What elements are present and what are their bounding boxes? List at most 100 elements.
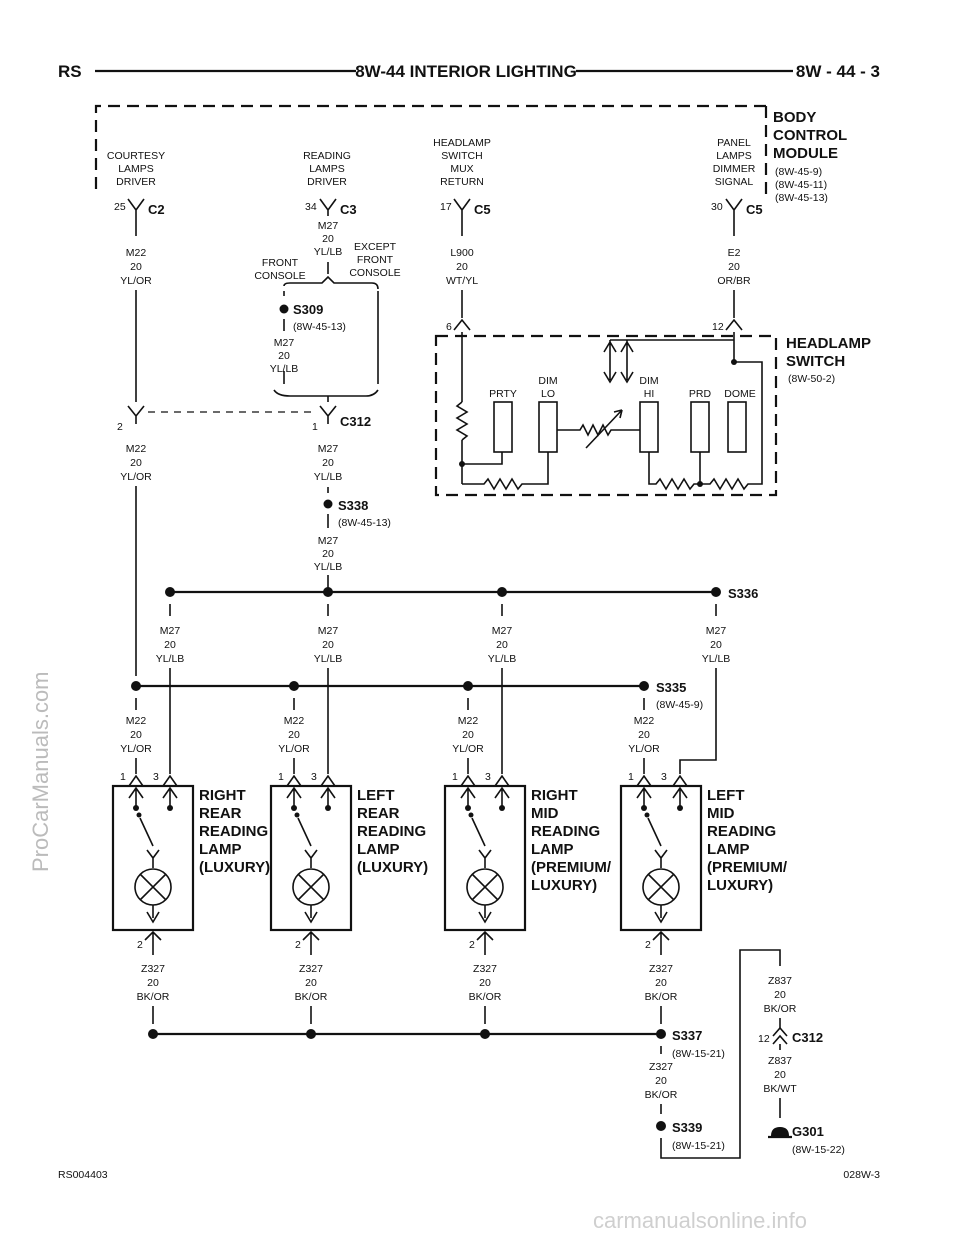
svg-text:READING: READING xyxy=(531,823,600,840)
svg-text:20: 20 xyxy=(130,729,142,741)
headlamp-switch-ref: (8W-50-2) xyxy=(788,373,835,385)
svg-text:M22: M22 xyxy=(126,443,147,455)
splice-s339-name: S339 xyxy=(672,1120,702,1135)
svg-text:Z327: Z327 xyxy=(649,963,673,975)
splice-s338-ref: (8W-45-13) xyxy=(338,517,391,529)
reading-label-1: READING xyxy=(303,150,351,162)
splice-s309-dot xyxy=(279,304,289,314)
svg-text:M22: M22 xyxy=(126,715,147,727)
panel-dimmer-connector: C5 xyxy=(746,202,763,217)
svg-text:M27: M27 xyxy=(318,220,339,232)
c312-pin-2: 2 xyxy=(117,421,123,433)
footer-left-code: RS004403 xyxy=(58,1169,108,1181)
panel-dimmer-label-3: DIMMER xyxy=(713,163,756,175)
svg-text:Z327: Z327 xyxy=(649,1061,673,1073)
bcm-name-line2: CONTROL xyxy=(773,127,847,144)
svg-text:3: 3 xyxy=(311,771,317,783)
svg-text:(LUXURY): (LUXURY) xyxy=(199,859,270,876)
c312-name-top: C312 xyxy=(340,414,371,429)
svg-text:LAMP: LAMP xyxy=(357,841,400,858)
bcm-ref-2: (8W-45-11) xyxy=(775,179,827,191)
svg-text:20: 20 xyxy=(322,457,334,469)
svg-text:1: 1 xyxy=(452,771,458,783)
bcm-ref-1: (8W-45-9) xyxy=(775,166,822,178)
lamp-left-mid-reading: 1 3 2 LEFT MID READING LAMP (PREMIUM/ LU… xyxy=(619,771,788,955)
svg-text:READING: READING xyxy=(707,823,776,840)
panel-dimmer-label-1: PANEL xyxy=(717,137,751,149)
header-title: 8W-44 INTERIOR LIGHTING xyxy=(355,62,577,81)
svg-text:YL/OR: YL/OR xyxy=(120,275,152,287)
headlamp-switch-name-1: HEADLAMP xyxy=(786,335,871,352)
svg-text:M27: M27 xyxy=(318,535,339,547)
svg-text:READING: READING xyxy=(357,823,426,840)
page-header: RS 8W-44 INTERIOR LIGHTING 8W - 44 - 3 xyxy=(58,62,880,81)
bcm-name-line3: MODULE xyxy=(773,145,838,162)
lamp-right-mid-reading: 1 3 2 RIGHT MID READING LAMP (PREMIUM/ L… xyxy=(443,771,612,955)
svg-text:Z837: Z837 xyxy=(768,975,792,987)
ground-g301-ref: (8W-15-22) xyxy=(792,1144,845,1156)
ground-g301-circuit: Z837 20 BK/OR Z837 20 BK/WT 12 C312 G301… xyxy=(758,975,845,1156)
svg-text:BK/OR: BK/OR xyxy=(645,1089,678,1101)
c312-bottom-pin: 12 xyxy=(758,1033,770,1045)
side-watermark: ProCarManuals.com xyxy=(28,671,53,872)
switch-label-dim-lo-1: DIM xyxy=(538,375,557,387)
svg-text:2: 2 xyxy=(469,939,475,951)
svg-text:20: 20 xyxy=(728,261,740,273)
bottom-watermark: carmanualsonline.info xyxy=(593,1208,807,1233)
reading-pin: 34 xyxy=(305,201,317,213)
switch-label-dome: DOME xyxy=(724,388,756,400)
svg-text:BK/OR: BK/OR xyxy=(469,991,502,1003)
svg-text:MID: MID xyxy=(707,805,735,822)
svg-text:Z327: Z327 xyxy=(141,963,165,975)
headlamp-mux-label-2: SWITCH xyxy=(441,150,482,162)
svg-text:M27: M27 xyxy=(160,625,181,637)
headlamp-mux-label-1: HEADLAMP xyxy=(433,137,491,149)
svg-text:M22: M22 xyxy=(126,247,147,259)
splice-s337-ref: (8W-15-21) xyxy=(672,1048,725,1060)
svg-text:M27: M27 xyxy=(318,443,339,455)
panel-dimmer-label-4: SIGNAL xyxy=(715,176,754,188)
splice-s337-name: S337 xyxy=(672,1028,702,1043)
switch-label-prd: PRD xyxy=(689,388,712,400)
connector-c312-top: 2 1 C312 xyxy=(117,405,371,433)
svg-text:20: 20 xyxy=(130,457,142,469)
svg-text:20: 20 xyxy=(479,977,491,989)
switch-label-dim-lo-2: LO xyxy=(541,388,555,400)
ground-g301-name: G301 xyxy=(792,1124,824,1139)
splice-s309-ref: (8W-45-13) xyxy=(293,321,346,333)
svg-text:LAMP: LAMP xyxy=(199,841,242,858)
svg-text:BK/OR: BK/OR xyxy=(137,991,170,1003)
svg-text:BK/OR: BK/OR xyxy=(295,991,328,1003)
svg-text:LAMP: LAMP xyxy=(531,841,574,858)
wire-paths xyxy=(135,262,735,402)
svg-text:20: 20 xyxy=(322,233,334,245)
ground-wire-labels: Z327 20 BK/OR Z327 20 BK/OR Z327 20 BK/O… xyxy=(137,963,678,1003)
svg-text:YL/OR: YL/OR xyxy=(278,743,310,755)
switch-label-dim-hi-2: HI xyxy=(644,388,655,400)
headlamp-switch: HEADLAMP SWITCH (8W-50-2) 6 12 PRTY xyxy=(434,318,871,497)
svg-text:20: 20 xyxy=(774,1069,786,1081)
svg-text:20: 20 xyxy=(130,261,142,273)
svg-text:YL/OR: YL/OR xyxy=(628,743,660,755)
splice-s336-name: S336 xyxy=(728,586,758,601)
svg-text:OR/BR: OR/BR xyxy=(717,275,751,287)
reading-label-3: DRIVER xyxy=(307,176,347,188)
svg-text:YL/LB: YL/LB xyxy=(314,471,343,483)
svg-text:M22: M22 xyxy=(284,715,305,727)
splice-s309-name: S309 xyxy=(293,302,323,317)
splice-s338-dot xyxy=(323,499,333,509)
svg-text:M27: M27 xyxy=(492,625,513,637)
svg-text:3: 3 xyxy=(153,771,159,783)
s309-wire-label: M27 20 YL/LB xyxy=(270,337,299,375)
courtesy-pin: 25 xyxy=(114,201,126,213)
svg-text:CONSOLE: CONSOLE xyxy=(254,270,305,282)
bcm-ref-3: (8W-45-13) xyxy=(775,192,828,204)
body-control-module: BODY CONTROL MODULE (8W-45-9) (8W-45-11)… xyxy=(94,104,847,236)
svg-text:FRONT: FRONT xyxy=(357,254,394,266)
svg-text:M22: M22 xyxy=(458,715,479,727)
svg-text:Z327: Z327 xyxy=(299,963,323,975)
svg-text:1: 1 xyxy=(628,771,634,783)
svg-text:YL/OR: YL/OR xyxy=(452,743,484,755)
svg-text:3: 3 xyxy=(661,771,667,783)
svg-text:READING: READING xyxy=(199,823,268,840)
